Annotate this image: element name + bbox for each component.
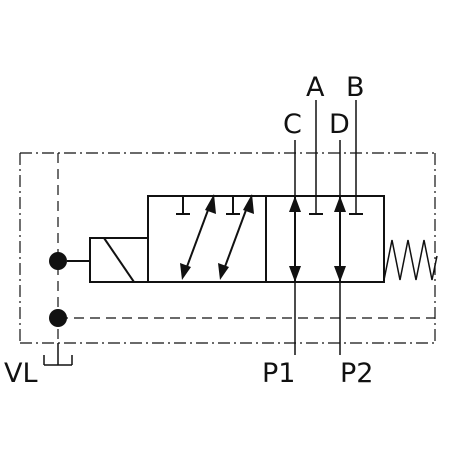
pilot-lines — [57, 153, 435, 343]
connector-dots — [49, 252, 90, 327]
drain-tank-symbol — [43, 343, 73, 366]
port-label-d: D — [329, 109, 350, 140]
valve-body-outline — [19, 152, 436, 344]
arrow-head — [334, 266, 346, 282]
arrow-head — [218, 263, 229, 280]
arrow-head — [334, 196, 346, 212]
arrow-head — [205, 194, 216, 214]
lower-connector-dot — [49, 309, 67, 327]
port-lines — [294, 100, 357, 355]
port-label-p1: P1 — [262, 358, 295, 389]
return-spring — [383, 239, 438, 281]
valve-spool — [147, 195, 385, 283]
crossed-position — [176, 194, 254, 280]
solenoid-actuator — [89, 237, 149, 283]
arrow-head — [243, 194, 254, 214]
port-label-vl: VL — [4, 358, 38, 389]
upper-connector-dot — [49, 252, 67, 270]
arrow-head — [289, 196, 301, 212]
arrow-head — [289, 266, 301, 282]
port-label-c: C — [283, 109, 302, 140]
arrow-head — [180, 263, 191, 280]
port-label-p2: P2 — [340, 358, 373, 389]
port-label-b: B — [346, 72, 365, 103]
straight-position — [289, 196, 363, 282]
port-label-a: A — [306, 72, 325, 103]
